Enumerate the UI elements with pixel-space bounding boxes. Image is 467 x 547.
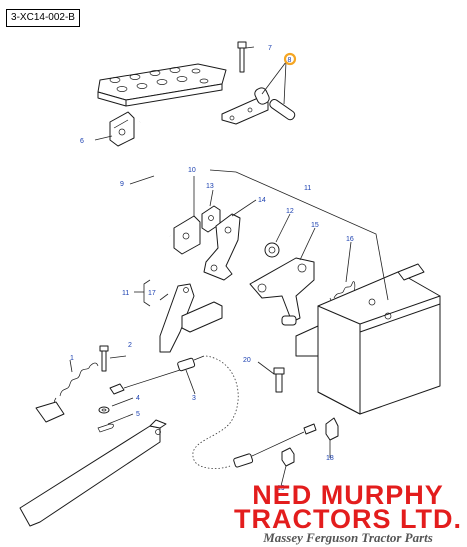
lever-15 xyxy=(249,257,315,326)
callout-20: 20 xyxy=(243,357,251,364)
callout-12: 12 xyxy=(286,208,294,215)
clip-10 xyxy=(173,215,201,255)
callout-14: 14 xyxy=(258,197,266,204)
spring-1 xyxy=(54,362,99,405)
main-bracket-11 xyxy=(295,263,441,415)
highlight-ring-8 xyxy=(283,52,297,66)
callout-6: 6 xyxy=(80,138,84,145)
washer-4 xyxy=(98,406,110,414)
callout-11-top: 11 xyxy=(304,185,311,192)
callout-4: 4 xyxy=(136,395,140,402)
logo-tagline: Massey Ferguson Tractor Parts xyxy=(263,530,433,545)
lever-14 xyxy=(203,213,241,281)
callout-11-left: 11 xyxy=(122,290,129,297)
clip-18 xyxy=(325,417,339,441)
hinge-bracket-8 xyxy=(221,87,296,125)
clip-6 xyxy=(109,111,135,147)
callout-13: 13 xyxy=(206,183,214,190)
logo-name: NED MURPHY xyxy=(252,480,444,510)
callout-2: 2 xyxy=(128,342,132,349)
bracket-17 xyxy=(159,283,223,353)
callout-18: 18 xyxy=(326,455,334,462)
logo-company: TRACTORS LTD. xyxy=(234,504,462,534)
pin-5 xyxy=(97,423,114,433)
callout-19: 19 xyxy=(277,485,285,492)
bolt-7 xyxy=(237,41,247,73)
lower-bracket xyxy=(19,419,167,527)
small-plate xyxy=(35,401,65,423)
callout-10: 10 xyxy=(188,167,196,174)
cable-19 xyxy=(233,423,317,468)
clip-19 xyxy=(281,447,295,467)
rod-9 xyxy=(139,117,171,238)
callout-7: 7 xyxy=(268,45,272,52)
callout-3: 3 xyxy=(192,395,196,402)
leader-lines xyxy=(69,46,352,487)
washer-12 xyxy=(264,242,280,258)
callout-5: 5 xyxy=(136,411,140,418)
callout-8: 8 xyxy=(288,57,292,64)
pedal-plate xyxy=(97,63,227,107)
callout-1: 1 xyxy=(70,355,74,362)
bolt-20 xyxy=(273,367,285,393)
bolt-2 xyxy=(99,345,109,372)
group-bracket-11 xyxy=(143,169,389,307)
callout-17: 17 xyxy=(148,290,156,297)
cable-3 xyxy=(109,355,239,469)
callout-9: 9 xyxy=(120,181,124,188)
callout-15: 15 xyxy=(311,222,319,229)
part-code-label: 3-XC14-002-B xyxy=(6,9,80,27)
callout-16: 16 xyxy=(346,236,354,243)
